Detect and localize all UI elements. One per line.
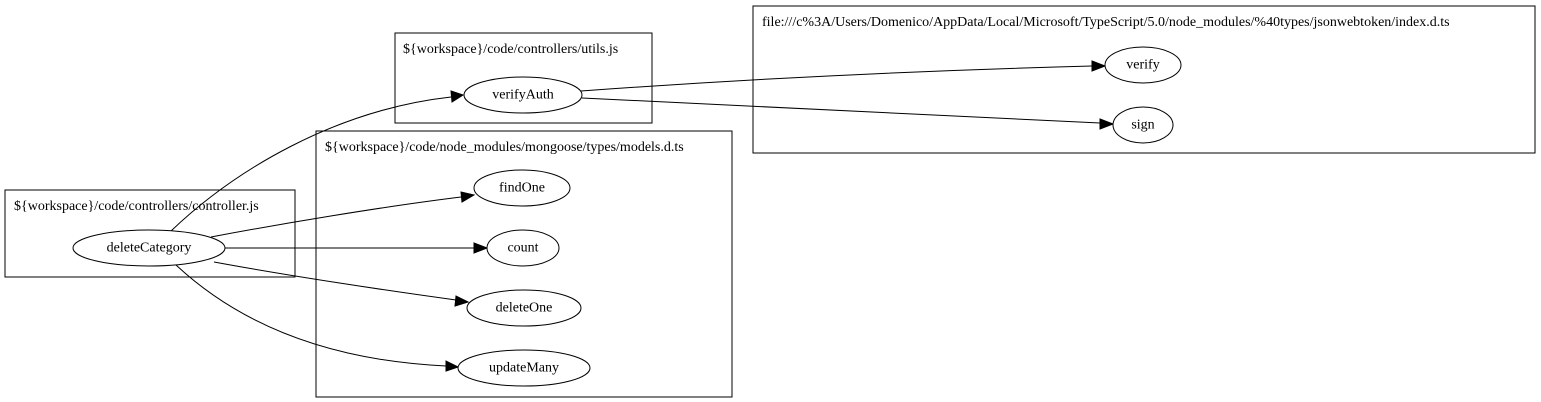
cluster-box: [394, 32, 653, 124]
node-deleteCategory[interactable]: deleteCategory: [72, 229, 226, 267]
edge-line: [170, 96, 452, 232]
node-label: count: [507, 241, 538, 256]
cluster-utils: ${workspace}/code/controllers/utils.js: [394, 32, 653, 124]
edge-verifyAuth-to-verify: [580, 60, 1107, 92]
cluster-label: ${workspace}/code/controllers/utils.js: [403, 42, 618, 57]
cluster-label: ${workspace}/code/controllers/controller…: [14, 199, 259, 214]
node-ellipse[interactable]: [1104, 46, 1182, 84]
arrowhead-icon: [454, 295, 470, 307]
cluster-label: ${workspace}/code/node_modules/mongoose/…: [325, 140, 684, 155]
arrowhead-icon: [473, 242, 489, 254]
node-label: verifyAuth: [492, 88, 553, 103]
node-label: verify: [1126, 58, 1159, 73]
node-count[interactable]: count: [486, 229, 560, 267]
edge-deleteCategory-to-verifyAuth: [170, 90, 465, 232]
cluster-controller: ${workspace}/code/controllers/controller…: [4, 189, 296, 278]
edge-line: [175, 264, 447, 367]
node-label: deleteOne: [496, 301, 553, 316]
edge-line: [581, 97, 1101, 124]
cluster-label: file:///c%3A/Users/Domenico/AppData/Loca…: [762, 15, 1450, 30]
edge-deleteCategory-to-updateMany: [175, 264, 460, 372]
node-verify[interactable]: verify: [1104, 46, 1182, 84]
edge-deleteCategory-to-count: [225, 242, 489, 254]
node-ellipse[interactable]: [463, 76, 583, 114]
node-ellipse[interactable]: [457, 349, 591, 387]
node-label: sign: [1131, 118, 1154, 133]
edge-deleteCategory-to-findOne: [210, 191, 476, 238]
node-label: deleteCategory: [107, 241, 192, 256]
arrowhead-icon: [450, 90, 465, 103]
arrowhead-icon: [1091, 60, 1107, 72]
arrowhead-icon: [1099, 118, 1115, 130]
node-ellipse[interactable]: [1112, 106, 1174, 144]
node-label: findOne: [499, 181, 545, 196]
node-ellipse[interactable]: [466, 289, 582, 327]
edge-deleteCategory-to-deleteOne: [213, 261, 470, 307]
node-sign[interactable]: sign: [1112, 106, 1174, 144]
node-findOne[interactable]: findOne: [473, 169, 571, 207]
node-ellipse[interactable]: [486, 229, 560, 267]
edge-verifyAuth-to-sign: [581, 97, 1115, 130]
edge-line: [210, 196, 462, 238]
node-ellipse[interactable]: [72, 229, 226, 267]
node-ellipse[interactable]: [473, 169, 571, 207]
node-label: updateMany: [489, 361, 559, 376]
node-verifyAuth[interactable]: verifyAuth: [463, 76, 583, 114]
cluster-models: ${workspace}/code/node_modules/mongoose/…: [315, 130, 733, 398]
arrowhead-icon: [445, 360, 460, 372]
arrowhead-icon: [460, 191, 476, 203]
cluster-box: [4, 189, 296, 278]
node-updateMany[interactable]: updateMany: [457, 349, 591, 387]
edge-line: [213, 261, 457, 301]
cluster-box: [315, 130, 733, 398]
edge-line: [580, 65, 1093, 92]
node-deleteOne[interactable]: deleteOne: [466, 289, 582, 327]
